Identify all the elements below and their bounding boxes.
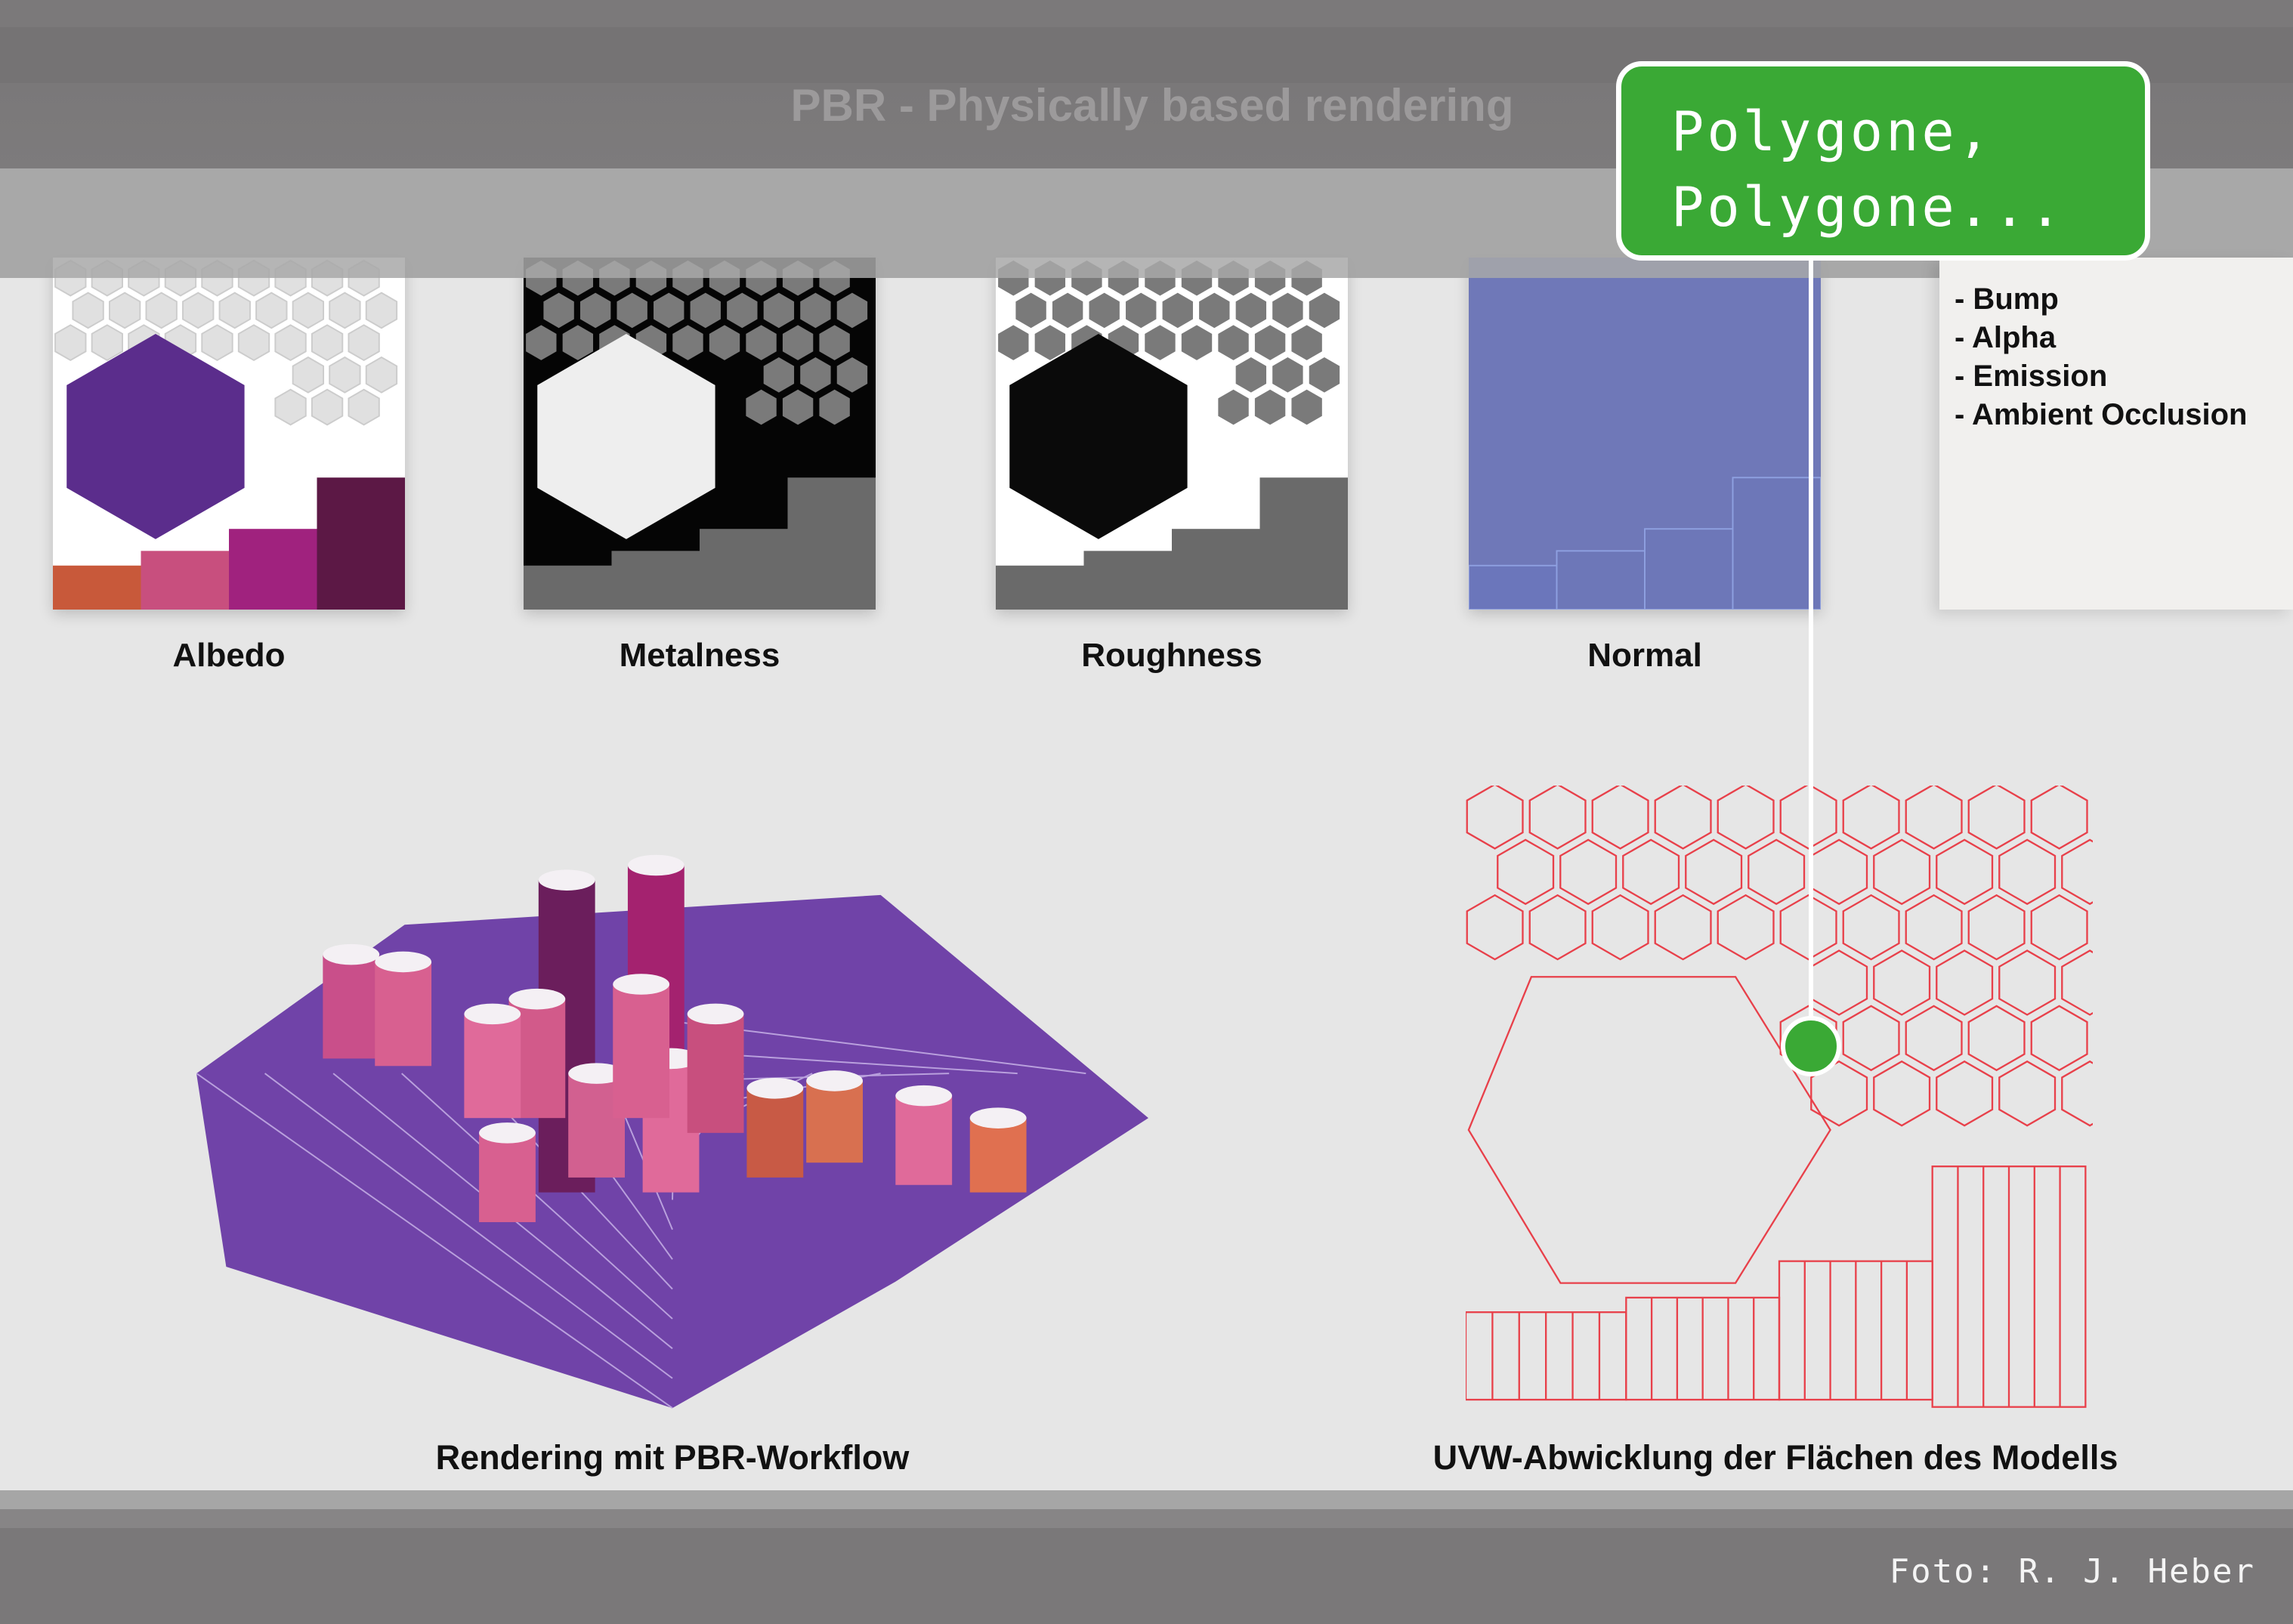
normal-label: Normal [1587,637,1702,674]
roughness-map-image [996,258,1348,610]
metalness-label: Metalness [619,637,780,674]
map-item-emission: - Emission [1955,360,2108,393]
callout-pointer-dot [1781,1016,1841,1076]
footer-band-light [0,1490,2293,1509]
albedo-map-image [53,258,405,610]
normal-map-image [1469,258,1821,610]
map-item-ambient-occlusion: - Ambient Occlusion [1955,398,2248,431]
albedo-label: Albedo [172,637,286,674]
callout-line-2: Polygone... [1671,175,2065,239]
render-caption: Rendering mit PBR-Workflow [435,1438,910,1477]
metalness-map-image [524,258,876,610]
callout-box: Polygone, Polygone... [1616,61,2150,261]
page-title: PBR - Physically based rendering [790,80,1514,131]
map-item-alpha: - Alpha [1955,321,2057,354]
uvw-unwrap-image [1464,783,2119,1409]
pbr-rendering-image [196,831,1148,1420]
callout-line-1: Polygone, [1671,100,1994,163]
uvw-caption: UVW-Abwicklung der Flächen des Modells [1432,1438,2118,1477]
map-item-bump: - Bump [1955,283,2059,316]
photo-credit: Foto: R. J. Heber [1889,1552,2255,1591]
footer-band-mid [0,1509,2293,1528]
additional-maps-panel: - Bump - Alpha - Emission - Ambient Occl… [1939,258,2293,610]
roughness-label: Roughness [1081,637,1262,674]
callout-pointer-line [1809,261,1813,1046]
footer-band [0,1528,2293,1624]
